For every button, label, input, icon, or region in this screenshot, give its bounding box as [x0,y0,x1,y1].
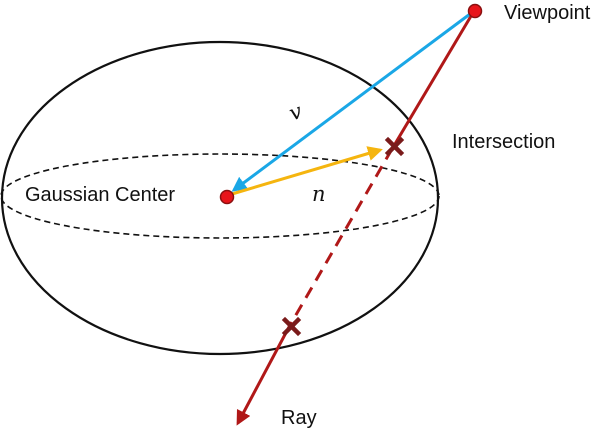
n-arrow [231,146,383,196]
v-label: v [286,99,305,126]
viewpoint-label: Viewpoint [504,2,591,24]
ray-line-entry [390,10,476,150]
gaussian-center-label: Gaussian Center [25,184,175,206]
intersection-cross-top [384,136,405,157]
viewpoint-dot [467,3,483,19]
v-arrow [231,12,471,192]
ellipsoid-equator [0,153,440,239]
gaussian-center-dot [219,189,235,205]
ray-line-inside [287,148,394,328]
ray-label: Ray [281,407,317,429]
ray-line-exit [236,326,291,426]
intersection-cross-bottom [281,316,302,337]
intersection-label: Intersection [452,131,555,153]
n-label: n [312,182,326,206]
